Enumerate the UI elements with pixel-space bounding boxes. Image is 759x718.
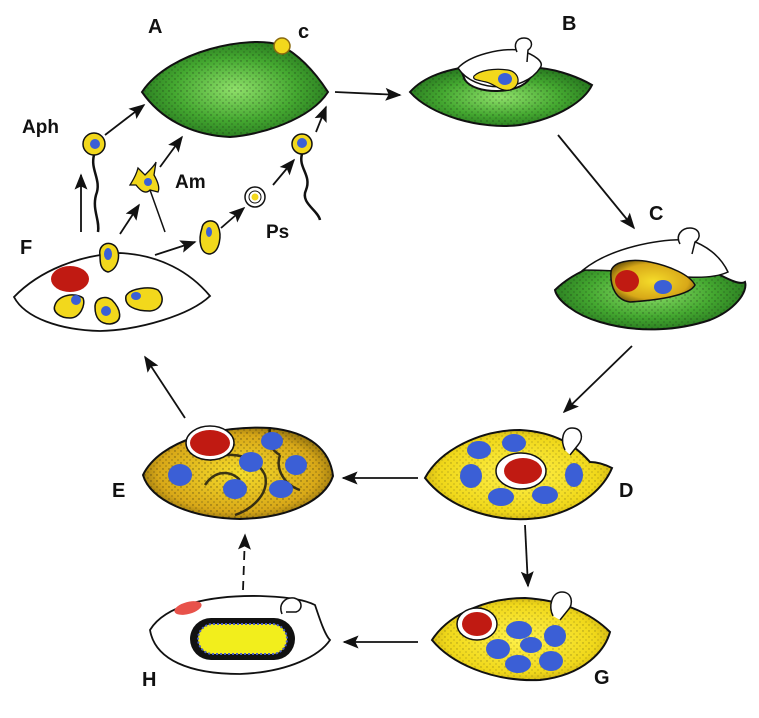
label-cyst: c [298,21,309,43]
label-d: D [619,480,633,502]
label-e: E [112,480,125,502]
label-am: Am [175,172,206,193]
arrow-aph-to-a [104,104,146,136]
zoospore-ps [199,133,322,255]
residual-body-c [615,270,639,292]
stage-e [141,425,335,521]
zoospore-aph [82,132,106,233]
nucleus-b [498,73,512,85]
label-h: H [142,669,156,691]
cyst-c [273,37,291,55]
arrow-cyst-to-swarmer [272,158,296,186]
parasite-c [610,259,696,303]
arrow-ps-to-a [314,105,327,133]
arrow-ps-cell-to-cyst [220,206,246,229]
stage-d [423,427,614,521]
stage-b [408,37,594,127]
stage-f [12,242,212,332]
arrow-am-to-a [159,135,183,168]
label-ps: Ps [266,222,289,243]
arrow-h-to-e [237,533,251,591]
zoospore-am [128,161,166,233]
stage-a [140,37,330,139]
arrow-a-to-b [334,87,402,101]
label-b: B [562,13,576,35]
residual-body-e [190,430,230,456]
stage-g [430,591,612,682]
residual-body-d [504,458,542,484]
arrow-c-to-d [562,345,633,414]
arrow-d-to-g [520,524,534,588]
arrow-f-to-am [119,203,140,235]
residual-body-g [462,612,492,636]
label-c: C [649,203,663,225]
label-aph: Aph [22,117,59,138]
label-g: G [594,667,610,689]
label-a: A [148,16,162,38]
nucleus-c [654,280,672,294]
stage-h [149,595,332,675]
stage-c [553,227,747,331]
arrow-e-to-f [144,355,186,419]
arrow-f-to-ps [154,240,197,256]
label-f: F [20,237,32,259]
arrow-b-to-c [557,134,636,230]
